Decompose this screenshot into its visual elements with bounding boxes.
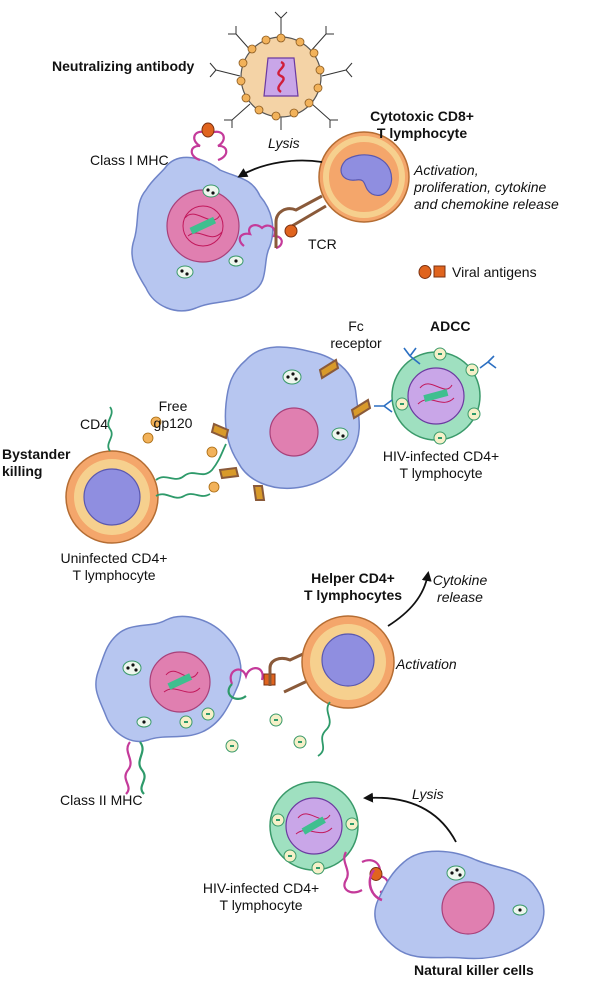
- label-activation-line3: and chemokine release: [414, 196, 559, 212]
- helper-t-cell: [301, 615, 395, 709]
- hiv-infected-cell-nk-target: [269, 781, 359, 875]
- label-hiv-infected-bottom-line2: T lymphocyte: [219, 897, 303, 913]
- label-bystander-line2: killing: [2, 463, 43, 479]
- label-uninfected-line2: T lymphocyte: [72, 567, 156, 583]
- label-activation-helper: Activation: [396, 656, 457, 672]
- cd4-receptors-bystander: [107, 406, 227, 499]
- label-lysis-bottom: Lysis: [412, 786, 444, 802]
- viral-antigen-legend-symbols: [418, 265, 446, 279]
- label-cytokine-release: Cytokine release: [420, 572, 500, 606]
- label-tcr: TCR: [308, 236, 337, 252]
- released-gp120-helper: [179, 707, 307, 753]
- label-helper-line1: Helper CD4+: [311, 570, 395, 586]
- label-bystander-killing: Bystander killing: [2, 446, 70, 480]
- lysis-arrow-top: [237, 159, 323, 178]
- class-i-mhc-tcr-complex: [238, 194, 327, 250]
- lysis-arrow-bottom: [363, 792, 457, 843]
- label-cytotoxic-cd8-line1: Cytotoxic CD8+: [370, 108, 474, 124]
- label-helper-cd4: Helper CD4+ T lymphocytes: [288, 570, 418, 604]
- label-uninfected-cd4: Uninfected CD4+ T lymphocyte: [44, 550, 184, 584]
- hiv-infected-cell-adcc: [374, 347, 497, 445]
- label-free-line2: gp120: [153, 415, 193, 431]
- label-activation-cd8: Activation, proliferation, cytokine and …: [414, 162, 559, 213]
- label-fc-receptor: Fc receptor: [316, 318, 396, 352]
- label-cytokine-line2: release: [437, 589, 483, 605]
- hiv-virion: [209, 11, 353, 130]
- label-adcc: ADCC: [430, 318, 471, 334]
- infected-cell-helper: [95, 615, 242, 743]
- class-i-mhc-top: [190, 122, 228, 162]
- label-activation-line1: Activation,: [414, 162, 479, 178]
- cd4-squiggle-helper: [317, 701, 331, 757]
- label-lysis-top: Lysis: [268, 135, 300, 151]
- label-cytokine-line1: Cytokine: [432, 572, 488, 588]
- label-uninfected-line1: Uninfected CD4+: [60, 550, 168, 566]
- label-hiv-infected-bottom: HIV-infected CD4+ T lymphocyte: [186, 880, 336, 914]
- label-class-ii-mhc: Class II MHC: [60, 792, 143, 808]
- label-free-gp120: Free gp120: [138, 398, 208, 432]
- label-viral-antigens: Viral antigens: [452, 264, 537, 280]
- infected-cell-top: [131, 156, 274, 312]
- class-ii-mhc-helper: [124, 667, 264, 795]
- label-bystander-line1: Bystander: [2, 446, 71, 462]
- label-activation-line2: proliferation, cytokine: [414, 179, 547, 195]
- label-hiv-infected-bottom-line1: HIV-infected CD4+: [202, 880, 320, 896]
- cytokine-arrow: [387, 571, 432, 627]
- free-gp120: [142, 416, 220, 493]
- label-helper-line2: T lymphocytes: [303, 587, 403, 603]
- label-hiv-infected-mid-line1: HIV-infected CD4+: [382, 448, 500, 464]
- label-hiv-infected-mid: HIV-infected CD4+ T lymphocyte: [366, 448, 516, 482]
- label-hiv-infected-mid-line2: T lymphocyte: [399, 465, 483, 481]
- natural-killer-cell: [368, 850, 545, 960]
- label-cytotoxic-cd8: Cytotoxic CD8+ T lymphocyte: [362, 108, 482, 142]
- label-neutralizing-antibody: Neutralizing antibody: [52, 58, 195, 74]
- label-fc-line1: Fc: [348, 318, 364, 334]
- label-fc-line2: receptor: [330, 335, 382, 351]
- label-natural-killer: Natural killer cells: [414, 962, 534, 978]
- label-class-i-mhc: Class I MHC: [90, 152, 169, 168]
- fc-receptor-cell: [210, 346, 372, 501]
- uninfected-cd4-t-cell: [65, 450, 159, 544]
- label-cytotoxic-cd8-line2: T lymphocyte: [376, 125, 468, 141]
- cytotoxic-t-cell: [318, 131, 410, 223]
- label-cd4: CD4: [80, 416, 109, 432]
- label-free-line1: Free: [158, 398, 188, 414]
